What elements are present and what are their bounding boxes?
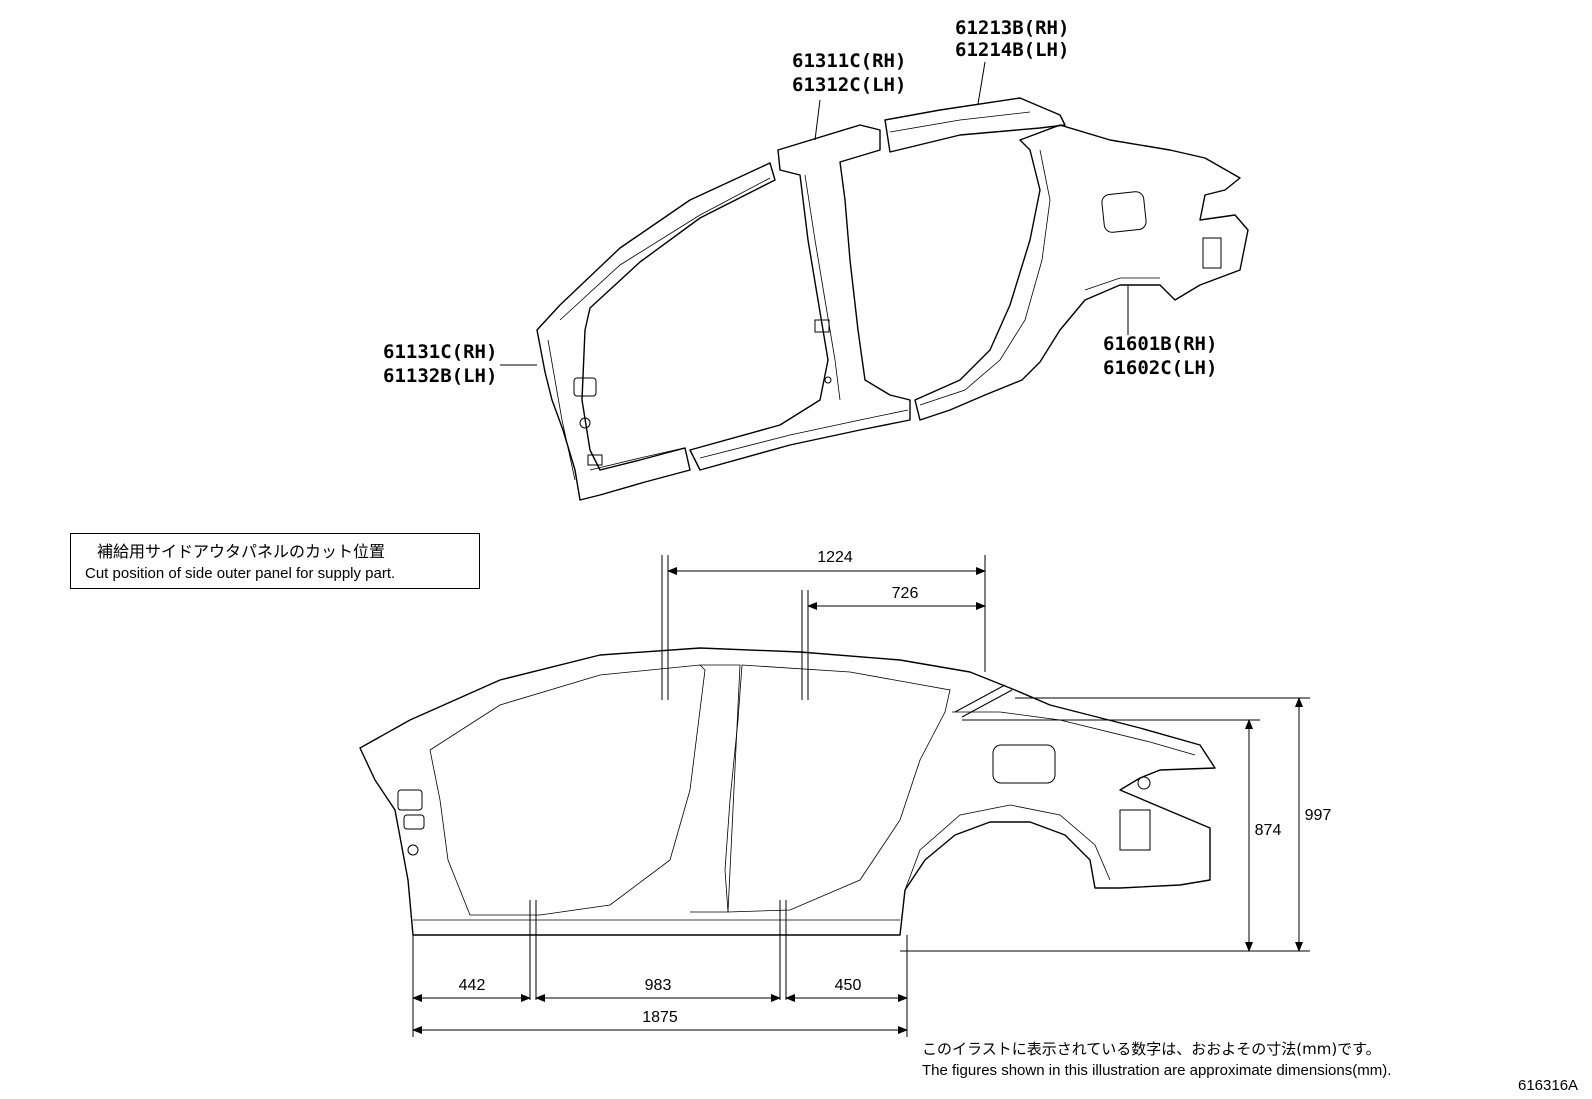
- dim-983: 983: [645, 977, 672, 994]
- center-pillar-rh-label: 61311C(RH): [792, 50, 906, 72]
- dimension-lines: [412, 567, 1310, 1037]
- center-pillar-lh-label: 61312C(LH): [792, 74, 906, 96]
- roof-rail-lh-label: 61214B(LH): [955, 39, 1069, 61]
- quarter-panel-lh-label: 61602C(LH): [1103, 357, 1217, 379]
- dim-1875: 1875: [642, 1009, 678, 1026]
- dim-997: 997: [1305, 807, 1332, 824]
- front-pillar-panel: [536, 162, 776, 501]
- quarter-panel: [914, 124, 1249, 421]
- cut-position-legend: 補給用サイドアウタパネルのカット位置 Cut position of side …: [70, 533, 480, 589]
- roof-side-rail-panel: [884, 97, 1066, 153]
- figure-id: 616316A: [1518, 1077, 1579, 1094]
- assembled-side-panel: [359, 647, 1216, 936]
- cut-position-ja: 補給用サイドアウタパネルのカット位置: [97, 542, 386, 561]
- quarter-panel-rh-label: 61601B(RH): [1103, 333, 1217, 355]
- exploded-view: 61131C(RH) 61132B(LH) 61311C(RH) 61312C(…: [383, 17, 1249, 501]
- cut-lines: [529, 555, 1013, 1000]
- footnote-en: The figures shown in this illustration a…: [922, 1062, 1392, 1079]
- front-pillar-lh-label: 61132B(LH): [383, 365, 497, 387]
- roof-rail-rh-label: 61213B(RH): [955, 17, 1069, 39]
- center-pillar-panel: [689, 124, 911, 471]
- front-pillar-rh-label: 61131C(RH): [383, 341, 497, 363]
- dim-874: 874: [1255, 822, 1282, 839]
- dim-442: 442: [459, 977, 486, 994]
- dim-726: 726: [892, 585, 919, 602]
- footnote-ja: このイラストに表示されている数字は、おおよその寸法(mm)です。: [922, 1040, 1381, 1058]
- dim-1224: 1224: [817, 549, 853, 566]
- dim-450: 450: [835, 977, 862, 994]
- cut-position-en: Cut position of side outer panel for sup…: [85, 565, 396, 582]
